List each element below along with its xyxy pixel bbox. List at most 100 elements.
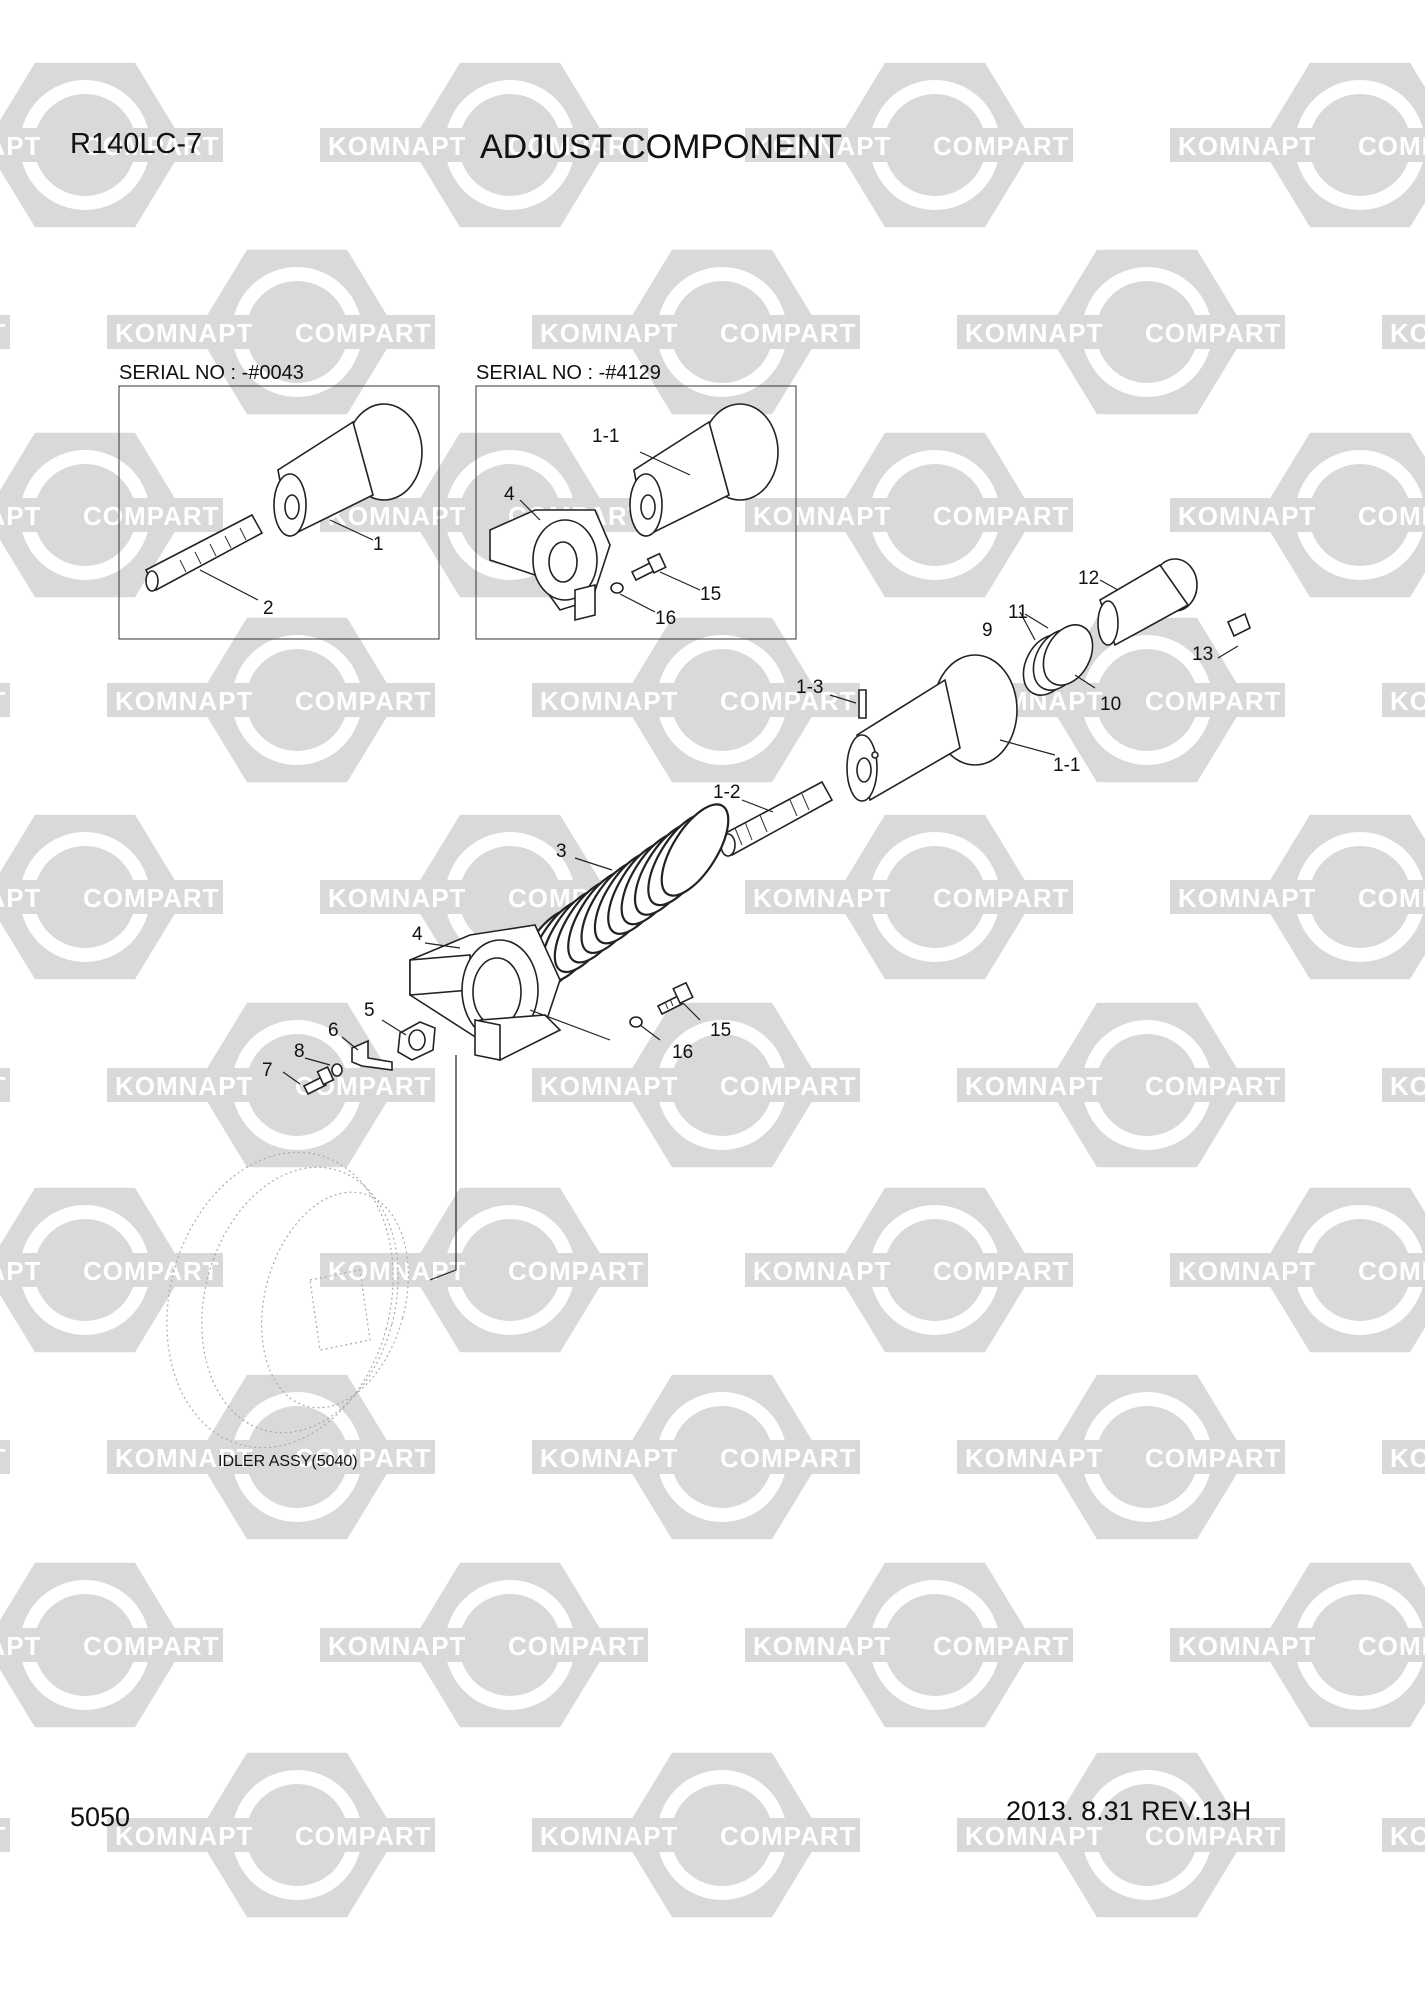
watermark-text: COMPART xyxy=(1145,1071,1282,1101)
callout-inset1-1: 1 xyxy=(373,534,384,555)
watermark-band xyxy=(925,498,1073,532)
watermark-band xyxy=(287,1818,435,1852)
watermark-band xyxy=(320,1628,468,1662)
watermark-band xyxy=(532,1818,680,1852)
watermark-band xyxy=(532,1068,680,1102)
watermark-text: COMPART xyxy=(933,1631,1070,1661)
watermark-band xyxy=(0,683,10,717)
main-leader-lines xyxy=(282,579,1239,1085)
watermark-band xyxy=(320,128,468,162)
watermark-band xyxy=(287,683,435,717)
watermark-band xyxy=(712,1068,860,1102)
watermark-band xyxy=(107,1440,255,1474)
main-washer-16-part xyxy=(629,1016,643,1028)
watermark-text: COMPART xyxy=(933,501,1070,531)
watermark-text: COMPART xyxy=(1358,1256,1425,1286)
watermark-text: KOMNAPT xyxy=(540,318,678,348)
callout-10: 10 xyxy=(1100,694,1121,715)
watermark-text: KOMNAPT xyxy=(965,318,1103,348)
watermark-band xyxy=(712,1440,860,1474)
revision-label: 2013. 8.31 REV.13H xyxy=(1006,1796,1252,1826)
watermark-band xyxy=(1170,498,1318,532)
watermark-text: KOMNAPT xyxy=(1178,883,1316,913)
idler-reference-outline xyxy=(166,1151,409,1449)
watermark-text: COMPART xyxy=(933,883,1070,913)
watermark-text: COMPART xyxy=(933,1256,1070,1286)
watermark-band xyxy=(500,128,648,162)
watermark-text: KOMNAPT xyxy=(540,1443,678,1473)
main-bolt-15-part xyxy=(656,981,694,1016)
watermark-text: COMPART xyxy=(295,1821,432,1851)
watermark-band xyxy=(925,128,1073,162)
watermark-band xyxy=(957,1818,1105,1852)
watermark-text: KOMNAPT xyxy=(540,1821,678,1851)
watermark-band xyxy=(75,880,223,914)
watermark-band xyxy=(745,498,893,532)
callout-15: 15 xyxy=(710,1020,731,1041)
watermark-band xyxy=(1170,128,1318,162)
watermark-band xyxy=(0,315,10,349)
page-number: 5050 xyxy=(70,1802,131,1832)
callout-6: 6 xyxy=(328,1020,339,1041)
inset-box-2 xyxy=(475,385,797,640)
watermark-text: KOMNAPT xyxy=(965,1443,1103,1473)
watermark-text: COMPART xyxy=(295,686,432,716)
watermark-band xyxy=(925,1253,1073,1287)
watermark-text: KOMNAPT xyxy=(965,1821,1103,1851)
watermark-text: COMPART xyxy=(1358,883,1425,913)
watermark-text: COMPART xyxy=(0,318,7,348)
watermark-text: COMPART xyxy=(295,318,432,348)
watermark-text: COMPART xyxy=(295,1443,432,1473)
inset1-serial-label: SERIAL NO : -#0043 xyxy=(119,362,304,384)
watermark-band xyxy=(745,128,893,162)
watermark-band xyxy=(320,880,468,914)
watermark-band xyxy=(1382,683,1425,717)
watermark-band xyxy=(745,880,893,914)
callout-inset2-4: 4 xyxy=(504,484,515,505)
watermark-band xyxy=(745,1253,893,1287)
watermark-band xyxy=(1137,1818,1285,1852)
callout-inset1-2: 2 xyxy=(263,598,274,619)
watermark-band xyxy=(75,1628,223,1662)
watermark-text: KOMNAPT xyxy=(1178,501,1316,531)
watermark-band xyxy=(1350,498,1425,532)
watermark-text: COMPART xyxy=(720,318,857,348)
model-label: R140LC-7 xyxy=(70,128,203,160)
inset-box-1 xyxy=(118,385,440,640)
watermark-band xyxy=(107,683,255,717)
watermark-band xyxy=(1382,315,1425,349)
watermark-band xyxy=(0,880,43,914)
inset2-serial-label: SERIAL NO : -#4129 xyxy=(476,362,661,384)
watermark-text: COMPART xyxy=(933,131,1070,161)
inset1-leader-1 xyxy=(329,519,374,541)
watermark-text: KOMNAPT xyxy=(0,1256,41,1286)
main-grease-fitting-part xyxy=(1226,612,1251,638)
main-cylinder-part xyxy=(1097,558,1198,647)
callout-inset2-1-1: 1-1 xyxy=(592,426,619,447)
watermark-text: KOMNAPT xyxy=(328,883,466,913)
watermark-text: KOMNAPT xyxy=(0,131,41,161)
main-washer-part xyxy=(331,1063,343,1077)
watermark-text: COMPART xyxy=(0,1071,7,1101)
watermark-band xyxy=(1350,880,1425,914)
watermark-text: COMPART xyxy=(83,501,220,531)
watermark-band xyxy=(1170,1628,1318,1662)
main-nut-part xyxy=(397,1021,436,1061)
watermark-text: COMPART xyxy=(0,1443,7,1473)
watermark-text: COMPART xyxy=(720,1071,857,1101)
watermark-text: COMPART xyxy=(508,1631,645,1661)
idler-leader-line xyxy=(429,1055,457,1281)
watermark-text: COMPART xyxy=(508,131,645,161)
callout-8: 8 xyxy=(294,1041,305,1062)
watermark-text: COMPART xyxy=(1145,1443,1282,1473)
watermark-text: KOMNAPT xyxy=(115,686,253,716)
watermark-text: KOMNAPT xyxy=(1178,1256,1316,1286)
watermark-text: KOMNAPT xyxy=(540,686,678,716)
watermark-band xyxy=(1137,315,1285,349)
main-pin-part xyxy=(858,689,867,719)
callout-16: 16 xyxy=(672,1042,693,1063)
watermark-text: COMPART xyxy=(508,1256,645,1286)
watermark-text: COMPART xyxy=(83,883,220,913)
main-spindle-part xyxy=(846,654,1018,802)
watermark-text: COMPART xyxy=(1358,501,1425,531)
